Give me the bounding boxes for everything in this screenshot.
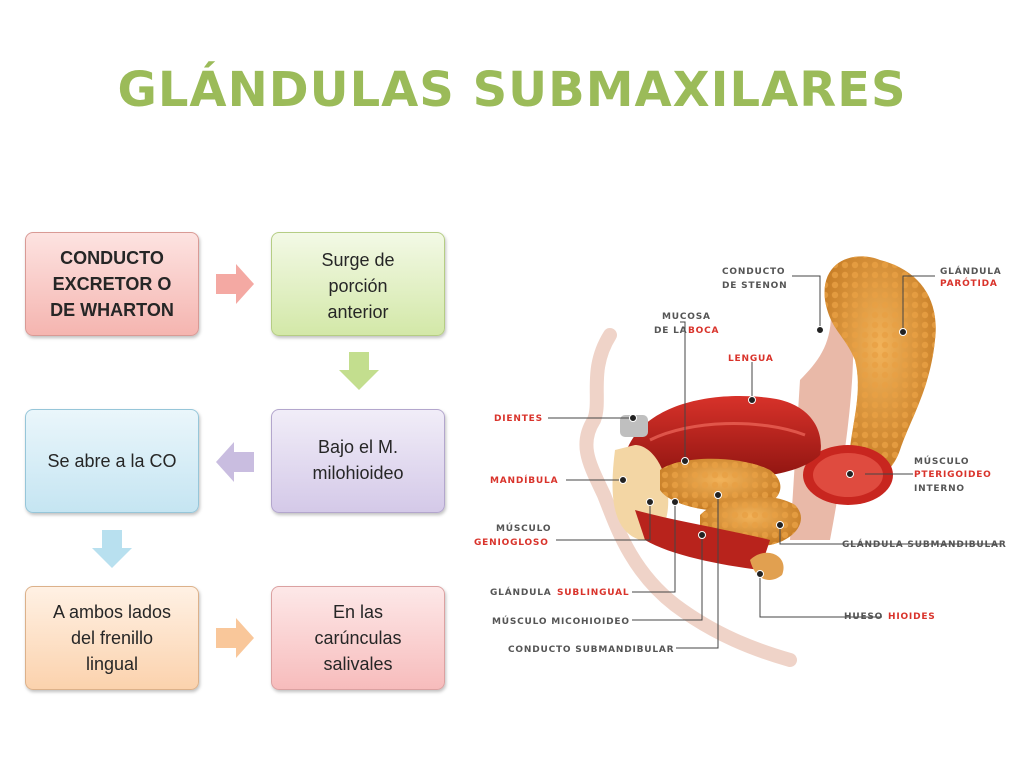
label-glandula-submandibular: GLÁNDULA SUBMANDIBULAR	[842, 538, 1007, 550]
label-mucosa-boca: DE LA	[654, 326, 687, 336]
label-lengua: LENGUA	[728, 354, 774, 364]
label-glandula-sublingual: GLÁNDULA	[490, 586, 552, 598]
label-musculo-pterigoideo: INTERNO	[914, 484, 965, 494]
anatomy-illustration: CONDUCTO DE STENON GLÁNDULA PARÓTIDA MUC…	[474, 256, 1007, 667]
tongue	[625, 395, 821, 480]
label-glandula-sublingual: SUBLINGUAL	[557, 588, 629, 598]
label-glandula-parotida: PARÓTIDA	[940, 277, 998, 289]
label-musculo-pterigoideo: MÚSCULO	[914, 455, 969, 467]
label-dientes: DIENTES	[494, 414, 543, 424]
label-conducto-stenon: DE STENON	[722, 281, 787, 291]
label-mucosa-boca: MUCOSA	[662, 312, 711, 322]
slide-title: GLÁNDULAS SUBMAXILARES	[117, 62, 907, 118]
label-mandibula: MANDÍBULA	[490, 474, 558, 486]
label-mucosa-boca: BOCA	[688, 326, 719, 336]
label-glandula-parotida: GLÁNDULA	[940, 265, 1002, 277]
label-hueso-hioides: HUESO	[844, 612, 883, 622]
box-se-abre-co: Se abre a la CO	[25, 409, 199, 513]
arrow-right-icon	[216, 264, 254, 304]
label-musculo-micohioideo: MÚSCULO MICOHIOIDEO	[492, 615, 630, 627]
label-hueso-hioides: HIOIDES	[888, 612, 936, 622]
box-ambos-lados-frenillo: A ambos lados del frenillo lingual	[25, 586, 199, 690]
arrow-down-icon	[339, 352, 379, 390]
box-bajo-milohioideo: Bajo el M. milohioideo	[271, 409, 445, 513]
label-conducto-stenon: CONDUCTO	[722, 267, 785, 277]
label-musculo-geniogloso: MÚSCULO	[496, 522, 551, 534]
box-surge-porcion-anterior: Surge de porción anterior	[271, 232, 445, 336]
teeth	[620, 415, 648, 437]
label-conducto-submandibular: CONDUCTO SUBMANDIBULAR	[508, 645, 674, 655]
hyoid-bone	[750, 552, 784, 580]
arrow-down-icon	[92, 530, 132, 568]
arrow-right-icon	[216, 618, 254, 658]
box-conducto-excretor: CONDUCTO EXCRETOR O DE WHARTON	[25, 232, 199, 336]
box-caruncula-salivales: En las carúnculas salivales	[271, 586, 445, 690]
arrow-left-icon	[216, 442, 254, 482]
label-musculo-geniogloso: GENIOGLOSO	[474, 538, 549, 548]
label-musculo-pterigoideo: PTERIGOIDEO	[914, 470, 992, 480]
